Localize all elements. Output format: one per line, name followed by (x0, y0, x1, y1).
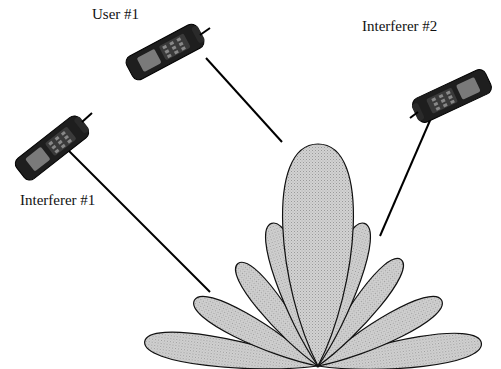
signal-line (68, 150, 210, 292)
antenna-pattern (143, 144, 484, 369)
phone-icon (124, 21, 208, 82)
device-label: User #1 (92, 6, 139, 23)
device-label: Interferer #2 (362, 18, 437, 35)
beam-lobe (283, 144, 354, 366)
phone-icon (12, 113, 92, 183)
phone-icon (409, 67, 493, 125)
device-label: Interferer #1 (20, 192, 95, 209)
signal-line (206, 58, 282, 142)
signal-line (380, 102, 438, 236)
